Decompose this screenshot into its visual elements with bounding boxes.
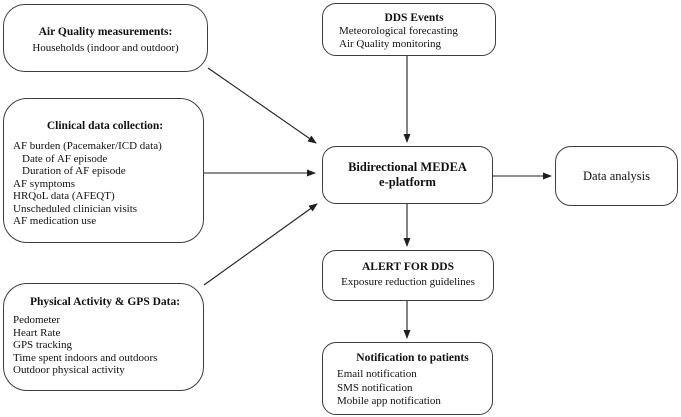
clinical-item: AF symptoms	[13, 177, 76, 190]
clinical-item: Unscheduled clinician visits	[13, 202, 138, 215]
notification-title: Notification to patients	[356, 352, 469, 364]
clinical-data-box: Clinical data collection: AF burden (Pac…	[3, 98, 204, 243]
dds-events-title: DDS Events	[384, 12, 444, 24]
dds-events-item: Air Quality monitoring	[339, 38, 442, 50]
physical-item: Heart Rate	[13, 326, 61, 339]
alert-dds-box: ALERT FOR DDS Exposure reduction guideli…	[322, 250, 494, 301]
clinical-item: Date of AF episode	[22, 152, 108, 165]
notification-item: SMS notification	[337, 381, 413, 394]
notification-item: Mobile app notification	[337, 395, 441, 408]
physical-title: Physical Activity & GPS Data:	[29, 296, 181, 308]
clinical-item: AF burden (Pacemaker/ICD data)	[13, 140, 162, 152]
alert-title: ALERT FOR DDS	[361, 261, 455, 273]
arrow-physical-to-platform	[203, 203, 318, 286]
clinical-item: HRQoL data (AFEQT)	[13, 190, 115, 202]
physical-item: Pedometer	[13, 314, 61, 326]
physical-activity-box: Physical Activity & GPS Data: Pedometer …	[3, 283, 204, 391]
air-quality-item: Households (indoor and outdoor)	[32, 42, 179, 54]
dds-events-box: DDS Events Meteorological forecasting Ai…	[322, 3, 496, 56]
medea-platform-box: Bidirectional MEDEA e-platform	[322, 146, 493, 204]
notification-box: Notification to patients Email notificat…	[322, 342, 493, 415]
data-analysis-box: Data analysis	[555, 146, 678, 206]
air-quality-title: Air Quality measurements:	[38, 26, 173, 38]
notification-item: Email notification	[337, 368, 417, 380]
platform-title-line1: Bidirectional MEDEA	[348, 160, 467, 174]
physical-item: Outdoor physical activity	[13, 364, 125, 376]
data-analysis-title: Data analysis	[583, 168, 650, 183]
clinical-item: AF medication use	[13, 215, 97, 227]
physical-item: GPS tracking	[13, 339, 72, 351]
arrow-airquality-to-platform	[207, 67, 317, 144]
clinical-item: Duration of AF episode	[22, 165, 126, 177]
physical-item: Time spent indoors and outdoors	[13, 351, 158, 364]
platform-title-line2: e-platform	[379, 175, 436, 189]
alert-item: Exposure reduction guidelines	[341, 276, 475, 288]
clinical-title: Clinical data collection:	[46, 120, 164, 132]
air-quality-box: Air Quality measurements: Households (in…	[3, 4, 208, 72]
dds-events-item: Meteorological forecasting	[339, 25, 458, 37]
